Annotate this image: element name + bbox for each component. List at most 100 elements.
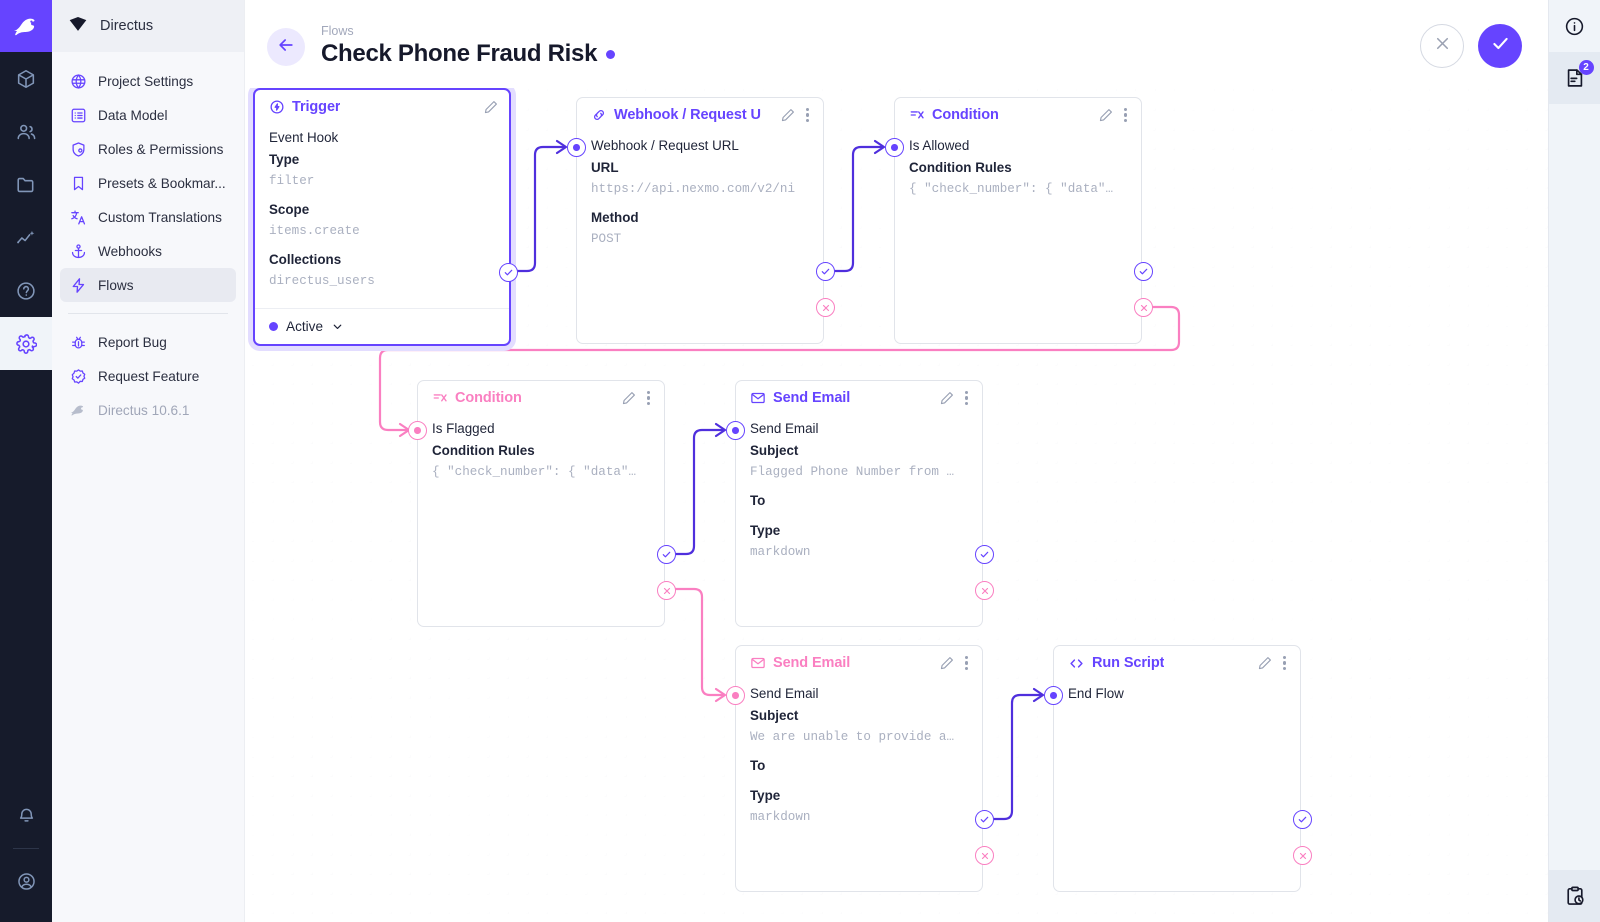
node-row: Is Flagged: [432, 421, 495, 436]
info-circle-icon[interactable]: [1549, 0, 1600, 52]
code-brackets-icon: [1068, 655, 1085, 672]
edit-icon[interactable]: [1098, 107, 1114, 123]
sidebar-item-label: Flows: [98, 277, 134, 293]
port-in-condition-is-flagged[interactable]: [408, 421, 427, 440]
port-in-condition-is-allowed[interactable]: [885, 138, 904, 157]
arrow-left-icon: [276, 35, 296, 60]
port-in-webhook[interactable]: [567, 138, 586, 157]
flow-node-condition-is-flagged[interactable]: Condition Is Flagged Condition Rules { "…: [408, 380, 676, 627]
node-body: End Flow: [1054, 680, 1300, 713]
flow-canvas[interactable]: Trigger Event Hook Type filter Scope: [245, 88, 1548, 922]
module-user-directory[interactable]: [0, 105, 52, 158]
port-in-send-email-flagged[interactable]: [726, 421, 745, 440]
port-resolve-webhook[interactable]: [816, 262, 835, 281]
save-button[interactable]: [1478, 24, 1522, 68]
more-options-icon[interactable]: [1120, 106, 1131, 124]
edit-icon[interactable]: [1257, 655, 1273, 671]
node-row: https://api.nexmo.com/v2/ni: [591, 182, 796, 196]
more-options-icon[interactable]: [1279, 654, 1290, 672]
port-resolve-send-email-unable[interactable]: [975, 810, 994, 829]
more-options-icon[interactable]: [802, 106, 813, 124]
sidebar-item-data-model[interactable]: Data Model: [60, 98, 236, 132]
port-reject-send-email-unable[interactable]: [975, 846, 994, 865]
sidebar-item-request-feature[interactable]: Request Feature: [60, 359, 236, 393]
more-options-icon[interactable]: [961, 654, 972, 672]
sidebar-item-label: Data Model: [98, 107, 168, 123]
directus-logo[interactable]: [0, 0, 52, 52]
module-docs[interactable]: [0, 264, 52, 317]
edit-icon[interactable]: [483, 99, 499, 115]
notifications-icon[interactable]: [0, 789, 52, 842]
port-reject-condition-is-flagged[interactable]: [657, 581, 676, 600]
flow-node-trigger[interactable]: Trigger Event Hook Type filter Scope: [253, 88, 518, 346]
flow-node-send-email-flagged[interactable]: Send Email Send Email Subject Flagged Ph…: [726, 380, 994, 627]
sidebar-item-label: Custom Translations: [98, 209, 222, 225]
cancel-button[interactable]: [1420, 24, 1464, 68]
edit-icon[interactable]: [939, 390, 955, 406]
module-divider: [13, 848, 39, 849]
sidebar-item-flows[interactable]: Flows: [60, 268, 236, 302]
row-gap: [591, 199, 809, 207]
module-file-library[interactable]: [0, 158, 52, 211]
sidebar-item-roles-permissions[interactable]: Roles & Permissions: [60, 132, 236, 166]
edit-icon[interactable]: [621, 390, 637, 406]
port-reject-run-script[interactable]: [1293, 846, 1312, 865]
sidebar-item-report-bug[interactable]: Report Bug: [60, 325, 236, 359]
edit-icon[interactable]: [780, 107, 796, 123]
sidebar-item-custom-translations[interactable]: Custom Translations: [60, 200, 236, 234]
node-row: Is Allowed: [909, 138, 970, 153]
flow-logs-icon[interactable]: 2: [1548, 52, 1600, 104]
sidebar-item-project-settings[interactable]: Project Settings: [60, 64, 236, 98]
node-header: Condition: [895, 98, 1141, 132]
port-reject-send-email-flagged[interactable]: [975, 581, 994, 600]
node-row: Type: [750, 788, 781, 803]
sidebar-version: Directus 10.6.1: [60, 393, 236, 427]
port-resolve-condition-is-flagged[interactable]: [657, 545, 676, 564]
module-insights[interactable]: [0, 211, 52, 264]
sidebar-version-label: Directus 10.6.1: [98, 402, 190, 418]
check-icon: [1490, 33, 1511, 59]
module-content[interactable]: [0, 52, 52, 105]
flow-node-run-script[interactable]: Run Script End Flow: [1044, 645, 1312, 892]
node-row: directus_users: [269, 274, 375, 288]
project-header[interactable]: Directus: [52, 0, 244, 52]
flow-node-webhook-request-url[interactable]: Webhook / Request U Webhook / Request UR…: [567, 97, 835, 344]
port-resolve-run-script[interactable]: [1293, 810, 1312, 829]
sidebar-item-presets-bookmarks[interactable]: Presets & Bookmar...: [60, 166, 236, 200]
breadcrumb[interactable]: Flows: [321, 24, 354, 38]
module-bar: [0, 0, 52, 922]
sidebar-item-label: Roles & Permissions: [98, 141, 224, 157]
flow-node-send-email-unable[interactable]: Send Email Send Email Subject We are una…: [726, 645, 994, 892]
port-reject-webhook[interactable]: [816, 298, 835, 317]
sidebar-item-label: Presets & Bookmar...: [98, 175, 226, 191]
port-in-send-email-unable[interactable]: [726, 686, 745, 705]
node-row: To: [750, 758, 766, 773]
port-resolve-trigger[interactable]: [499, 263, 518, 282]
edit-icon[interactable]: [939, 655, 955, 671]
node-row: { "check_number": { "data"…: [909, 182, 1114, 196]
module-settings[interactable]: [0, 317, 52, 370]
node-body: Send Email Subject Flagged Phone Number …: [736, 415, 982, 570]
port-reject-condition-is-allowed[interactable]: [1134, 298, 1153, 317]
row-gap: [269, 241, 495, 249]
activity-history-icon[interactable]: [1548, 870, 1600, 922]
node-row: filter: [269, 174, 315, 188]
account-icon[interactable]: [0, 855, 52, 908]
port-in-run-script[interactable]: [1044, 686, 1063, 705]
more-options-icon[interactable]: [643, 389, 654, 407]
flow-node-condition-is-allowed[interactable]: Condition Is Allowed Condition Rules { "…: [885, 97, 1153, 344]
sidebar-item-label: Webhooks: [98, 243, 162, 259]
port-resolve-send-email-flagged[interactable]: [975, 545, 994, 564]
trigger-status-selector[interactable]: Active: [255, 308, 509, 344]
node-title: Send Email: [773, 655, 851, 671]
more-options-icon[interactable]: [961, 389, 972, 407]
port-resolve-condition-is-allowed[interactable]: [1134, 262, 1153, 281]
sidebar-item-webhooks[interactable]: Webhooks: [60, 234, 236, 268]
row-gap: [750, 482, 968, 490]
node-row: Event Hook: [269, 130, 339, 145]
node-tools: [483, 99, 499, 115]
back-button[interactable]: [267, 28, 305, 66]
row-gap: [750, 747, 968, 755]
node-body: Is Allowed Condition Rules { "check_numb…: [895, 132, 1141, 207]
